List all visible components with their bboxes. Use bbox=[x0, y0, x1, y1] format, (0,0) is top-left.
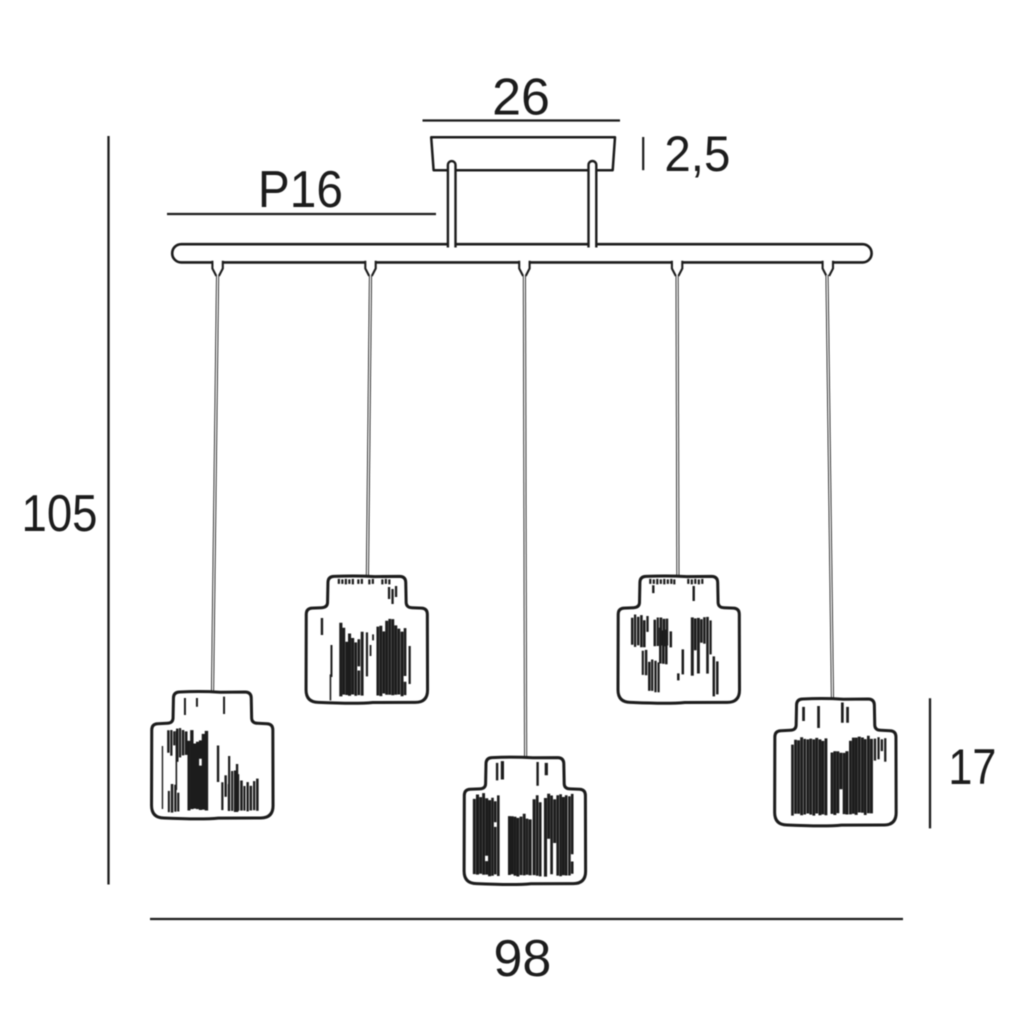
svg-text:98: 98 bbox=[493, 930, 551, 988]
svg-text:105: 105 bbox=[22, 485, 98, 543]
svg-text:26: 26 bbox=[492, 69, 550, 127]
svg-text:17: 17 bbox=[948, 739, 996, 795]
svg-text:P16: P16 bbox=[258, 161, 343, 219]
svg-text:2,5: 2,5 bbox=[664, 126, 730, 182]
